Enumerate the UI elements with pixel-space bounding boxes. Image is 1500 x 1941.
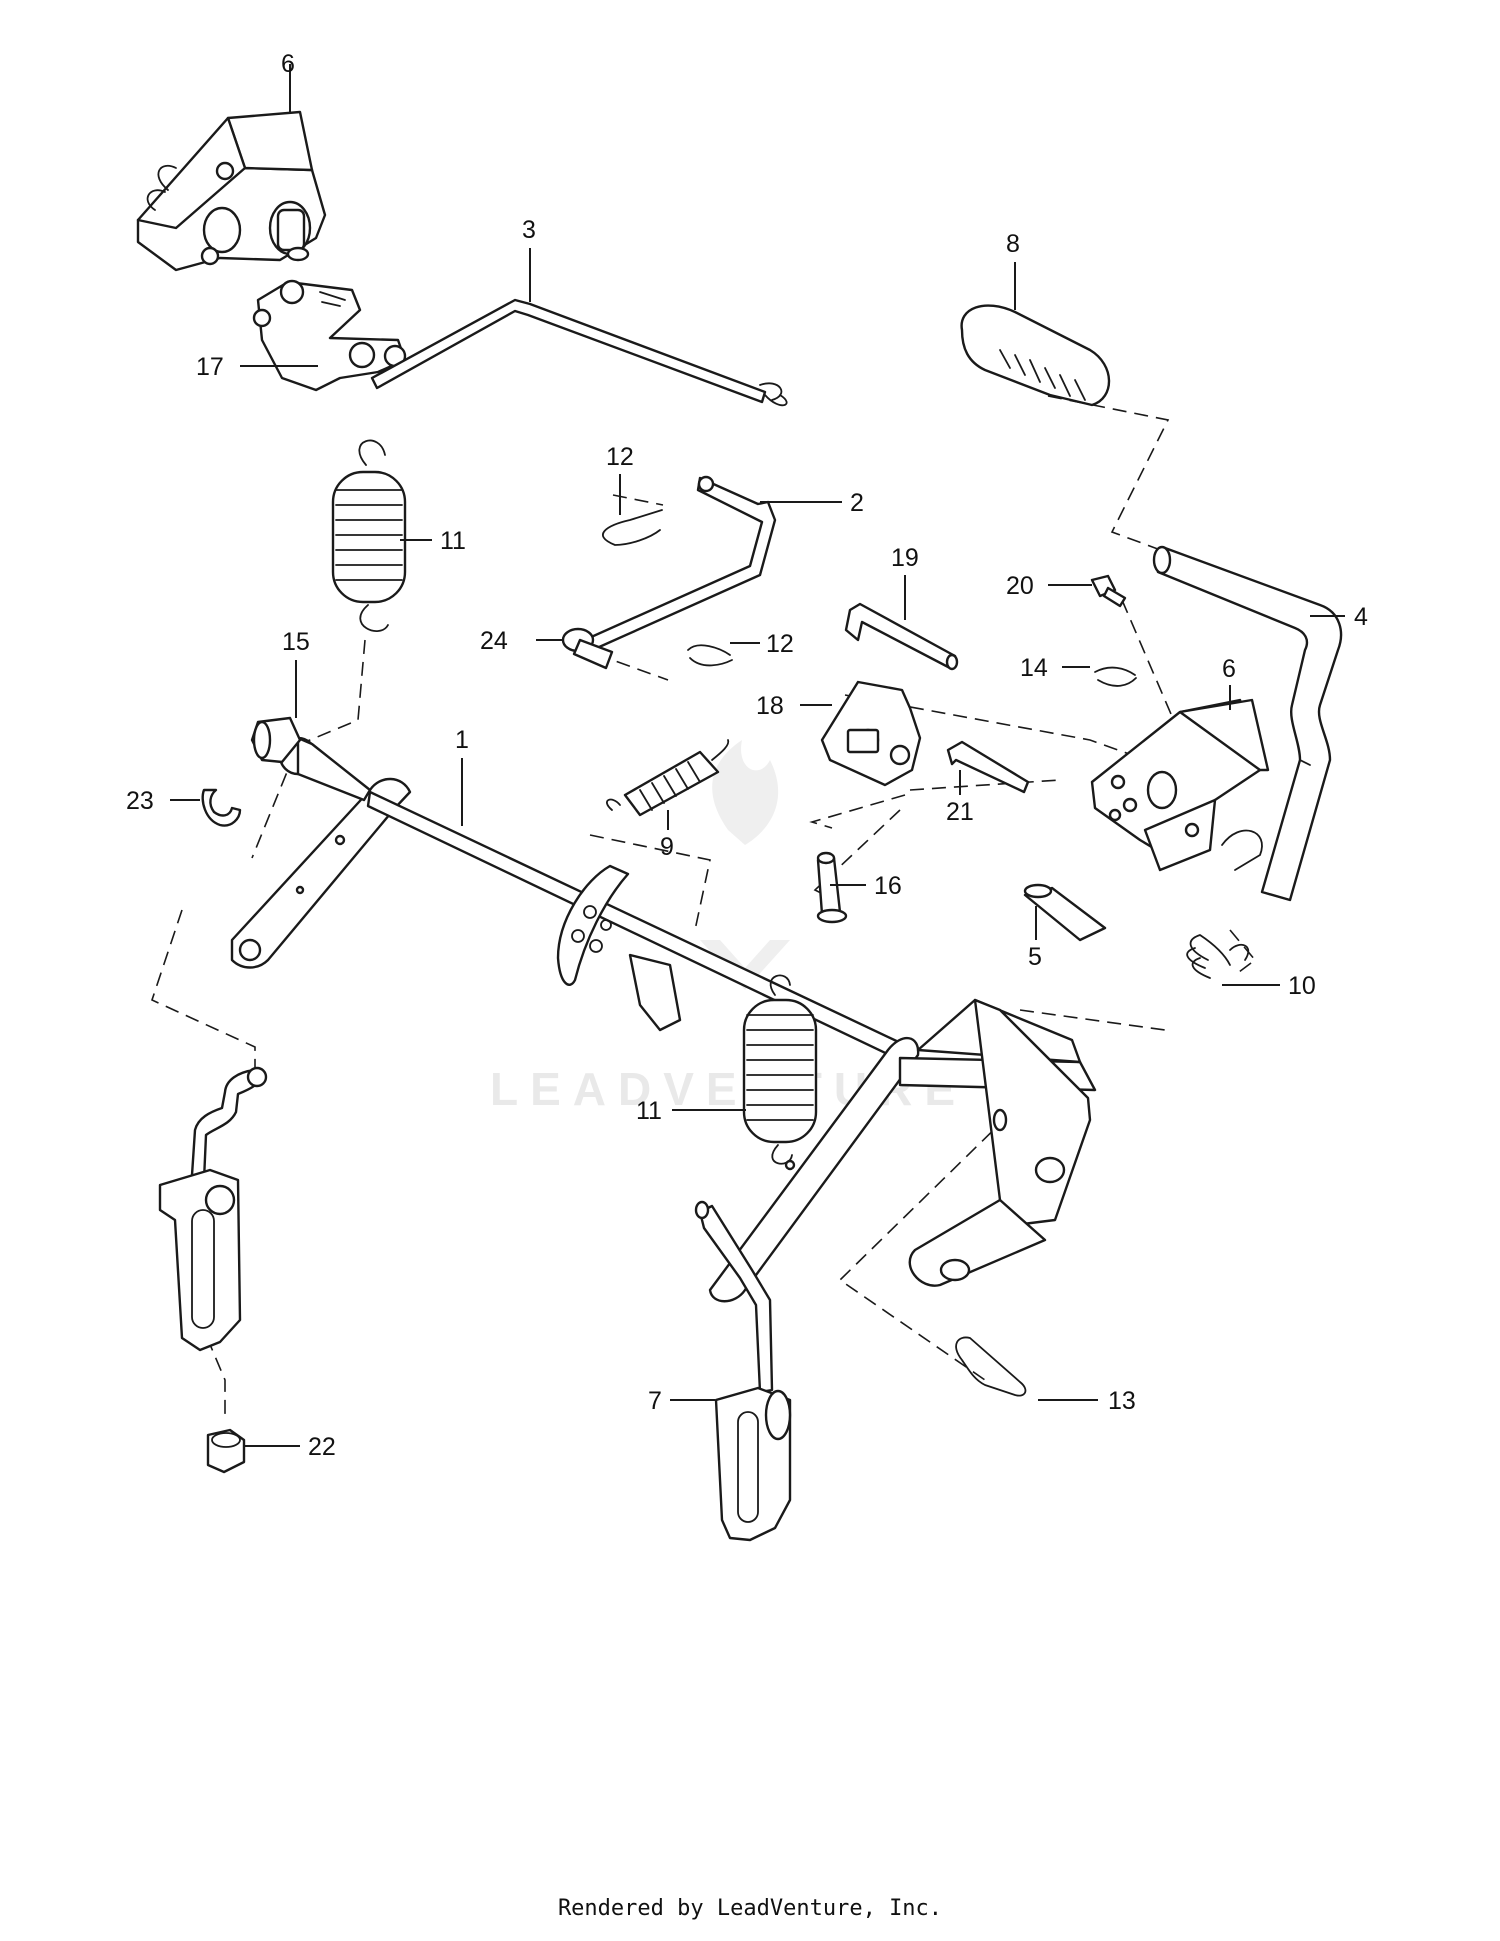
callout-6: 6	[1222, 655, 1236, 683]
part-10-spring-clip	[1186, 934, 1250, 979]
callout-21: 21	[946, 798, 974, 826]
part-4-lever	[1152, 545, 1343, 902]
part-19-pin	[844, 602, 959, 671]
callout-2: 2	[850, 489, 864, 517]
assembly-lines	[151, 395, 1257, 1420]
lift-arm-right	[708, 998, 1097, 1303]
callout-8: 8	[1006, 230, 1020, 258]
part-20-screw	[1090, 574, 1127, 608]
part-8-grip	[960, 304, 1111, 407]
part-14-clip	[1094, 666, 1137, 687]
callout-22: 22	[308, 1433, 336, 1461]
callout-16: 16	[874, 872, 902, 900]
callout-19: 19	[891, 544, 919, 572]
callout-labels: 6 3 8 17 12 2 11 19 4 20 24 12 14 15 6 1…	[126, 50, 1368, 1461]
callout-12: 12	[606, 443, 634, 471]
callout-23: 23	[126, 787, 154, 815]
callout-11: 11	[440, 527, 466, 555]
callout-6: 6	[281, 50, 295, 78]
callout-3: 3	[522, 216, 536, 244]
footer-credit: Rendered by LeadVenture, Inc.	[557, 1896, 943, 1921]
callout-7: 7	[648, 1387, 662, 1415]
part-17-actuator	[252, 279, 407, 392]
part-13-clip	[955, 1336, 1027, 1397]
callout-10: 10	[1288, 972, 1316, 1000]
part-11-spring-bottom	[742, 974, 818, 1165]
callout-5: 5	[1028, 943, 1042, 971]
part-23-eclip	[201, 788, 242, 827]
callout-20: 20	[1006, 572, 1034, 600]
part-2-rod	[578, 475, 777, 654]
callout-12: 12	[766, 630, 794, 658]
callout-17: 17	[196, 353, 224, 381]
left-lower-link	[158, 1066, 268, 1352]
part-11-spring-top	[331, 439, 407, 632]
part-1-shaft	[230, 736, 907, 1062]
part-6-bracket-right	[1090, 698, 1270, 872]
height-plate	[556, 864, 682, 1032]
part-22-nut	[206, 1428, 246, 1474]
callout-11: 11	[636, 1097, 662, 1125]
callout-13: 13	[1108, 1387, 1136, 1415]
part-6-bracket-top	[136, 110, 327, 272]
callout-24: 24	[480, 627, 508, 655]
part-9-spring	[606, 739, 730, 817]
part-3-rod	[370, 298, 788, 407]
part-12-clip-a	[601, 509, 663, 546]
part-21-bolt	[946, 740, 1030, 794]
part-5-bushing	[1023, 883, 1107, 942]
callout-4: 4	[1354, 603, 1368, 631]
callout-1: 1	[455, 726, 469, 754]
part-18-bracket	[820, 680, 922, 787]
part-12-clip-b	[687, 644, 733, 667]
part-15-nut	[250, 716, 302, 764]
callout-9: 9	[660, 833, 674, 861]
leader-lines	[170, 64, 1345, 1447]
part-7-link	[694, 1200, 792, 1542]
callout-15: 15	[282, 628, 310, 656]
callout-18: 18	[756, 692, 784, 720]
callout-14: 14	[1020, 654, 1048, 682]
part-16-pin	[816, 851, 848, 924]
